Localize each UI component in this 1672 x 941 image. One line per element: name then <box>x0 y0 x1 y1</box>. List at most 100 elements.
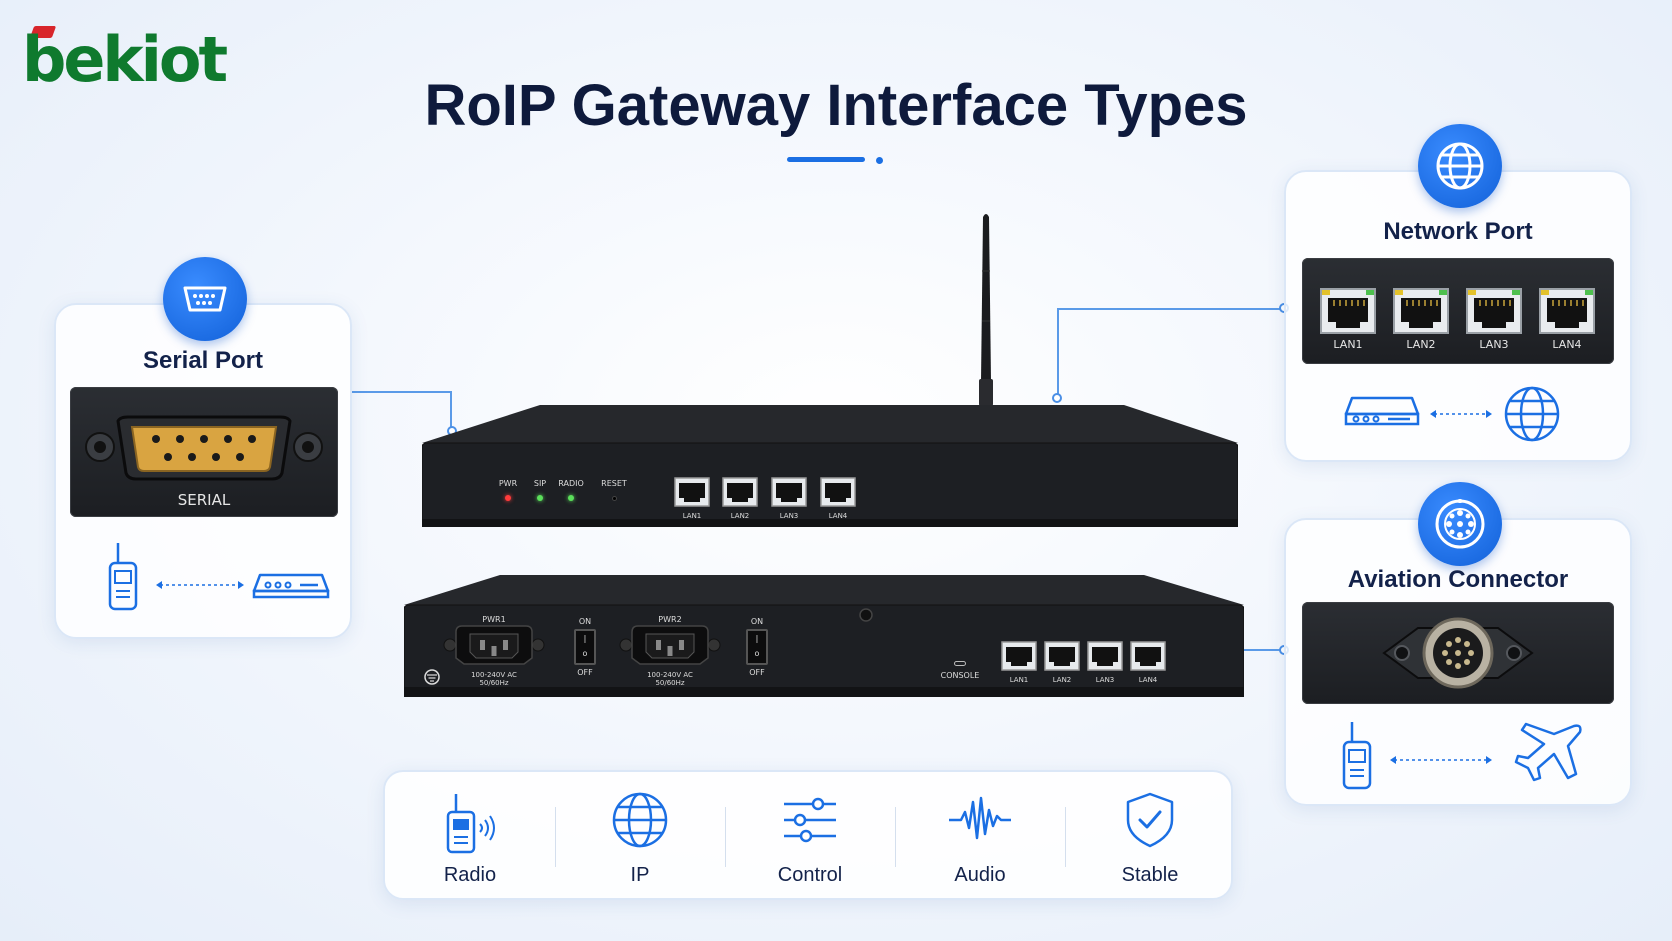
switch-off-label: OFF <box>749 668 765 677</box>
rj45-port-icon <box>1320 288 1376 334</box>
rocker-switch-icon: |o <box>746 629 768 665</box>
globe-icon <box>612 792 668 848</box>
green-led-icon <box>568 495 574 501</box>
antenna <box>979 211 993 406</box>
feature-label: Stable <box>1121 864 1179 886</box>
reset-hole-icon <box>611 496 617 501</box>
front-lan-port-4: LAN4 <box>820 477 856 521</box>
port-label: LAN3 <box>779 512 799 520</box>
arrow-right-icon <box>238 581 244 589</box>
rear-lan-port-4: LAN4 <box>1130 641 1166 685</box>
feature-radio: Radio <box>385 772 555 902</box>
power-rating: 100-240V AC <box>647 671 693 679</box>
feature-label: Control <box>777 864 843 886</box>
switch-on-label: ON <box>578 617 592 626</box>
radio-icon <box>446 794 495 854</box>
power-label: PWR2 <box>658 615 682 624</box>
rj45-port-icon <box>820 477 856 507</box>
green-led-icon <box>537 495 543 501</box>
walkie-talkie-icon <box>1342 722 1372 790</box>
red-led-icon <box>505 495 511 501</box>
feature-divider <box>895 807 896 867</box>
aviation-connector-icon <box>1418 482 1502 566</box>
feature-stable: Stable <box>1065 772 1235 902</box>
network-port-label: LAN1 <box>1333 338 1363 351</box>
arrow-left-icon <box>1390 756 1396 764</box>
rj45-port-icon <box>1087 641 1123 671</box>
network-link-dot-device <box>1052 393 1062 403</box>
serial-link-line <box>352 391 452 431</box>
rj45-port-icon <box>722 477 758 507</box>
serial-port-panel: SERIAL <box>70 387 338 517</box>
aviation-plug-illustration <box>1382 617 1534 689</box>
network-port-panel: LAN1 LAN2 LAN3 <box>1302 258 1614 364</box>
power-switch-1[interactable]: ON |o OFF <box>570 617 600 689</box>
modem-icon <box>1344 396 1420 426</box>
port-label: LAN2 <box>1052 676 1072 684</box>
rj45-port-icon <box>771 477 807 507</box>
aviation-link-line <box>1244 649 1284 651</box>
rear-lan-port-2: LAN2 <box>1044 641 1080 685</box>
feature-ip: IP <box>555 772 725 902</box>
usb-c-port-icon <box>954 661 966 666</box>
logo-text: bekiot <box>22 23 228 96</box>
switch-off-label: OFF <box>577 668 593 677</box>
port-label: LAN1 <box>1009 676 1029 684</box>
serial-port-icon <box>163 257 247 341</box>
brand-logo: bekiot <box>22 23 232 96</box>
title-dot <box>876 157 883 164</box>
ground-symbol-icon <box>424 669 440 685</box>
indicator-label: PWR <box>498 479 518 488</box>
feature-bar: Radio IP Control <box>383 770 1233 900</box>
rj45-port-icon <box>1393 288 1449 334</box>
network-globe-icon <box>1418 124 1502 208</box>
port-label: LAN4 <box>828 512 848 520</box>
reset-button[interactable]: RESET <box>596 479 632 501</box>
rocker-switch-icon: |o <box>574 629 596 665</box>
power-switch-2[interactable]: ON |o OFF <box>742 617 772 689</box>
arrow-left-icon <box>1430 410 1436 418</box>
arrow-right-icon <box>1486 410 1492 418</box>
waveform-icon <box>949 796 1011 840</box>
rj45-port-icon <box>1001 641 1037 671</box>
network-flow-illustration <box>1344 386 1560 442</box>
port-label: LAN2 <box>730 512 750 520</box>
port-label: LAN4 <box>1138 676 1158 684</box>
aviation-connector-card: Aviation Connector <box>1284 482 1632 806</box>
power-frequency: 50/60Hz <box>655 679 685 687</box>
power-inlet-2: PWR2 100-240V AC 50/60Hz <box>618 615 722 691</box>
network-port-title: Network Port <box>1383 218 1533 245</box>
power-rating: 100-240V AC <box>471 671 517 679</box>
sliders-icon <box>784 797 836 843</box>
indicator-pwr: PWR <box>496 479 520 501</box>
network-rj45-port-3: LAN3 <box>1466 288 1522 351</box>
arrow-right-icon <box>1486 756 1492 764</box>
db9-connector-illustration <box>85 415 323 481</box>
feature-label: Radio <box>443 864 497 886</box>
network-link-line <box>1057 308 1283 396</box>
feature-divider <box>725 807 726 867</box>
serial-port-card: Serial Port SERIAL <box>54 257 352 639</box>
feature-label: IP <box>630 864 650 886</box>
indicator-label: SIP <box>533 479 547 488</box>
page-title: RoIP Gateway Interface Types <box>424 73 1248 138</box>
network-rj45-port-2: LAN2 <box>1393 288 1449 351</box>
front-lan-port-2: LAN2 <box>722 477 758 521</box>
network-port-label: LAN2 <box>1406 338 1436 351</box>
iec-power-inlet-icon <box>619 625 721 665</box>
globe-icon <box>1504 386 1560 442</box>
modem-icon <box>252 573 330 599</box>
switch-on-label: ON <box>750 617 764 626</box>
feature-divider <box>1065 807 1066 867</box>
feature-audio: Audio <box>895 772 1065 902</box>
port-label: LAN1 <box>682 512 702 520</box>
rj45-port-icon <box>1466 288 1522 334</box>
aviation-flow-illustration <box>1342 722 1582 790</box>
gateway-rear-view: PWR1 100-240V AC 50/60Hz ON |o OFF PWR2 <box>404 575 1244 698</box>
walkie-talkie-icon <box>108 543 138 611</box>
serial-panel-label: SERIAL <box>177 491 231 509</box>
rear-lan-port-1: LAN1 <box>1001 641 1037 685</box>
rear-lan-port-3: LAN3 <box>1087 641 1123 685</box>
aviation-connector-title: Aviation Connector <box>1347 566 1569 593</box>
